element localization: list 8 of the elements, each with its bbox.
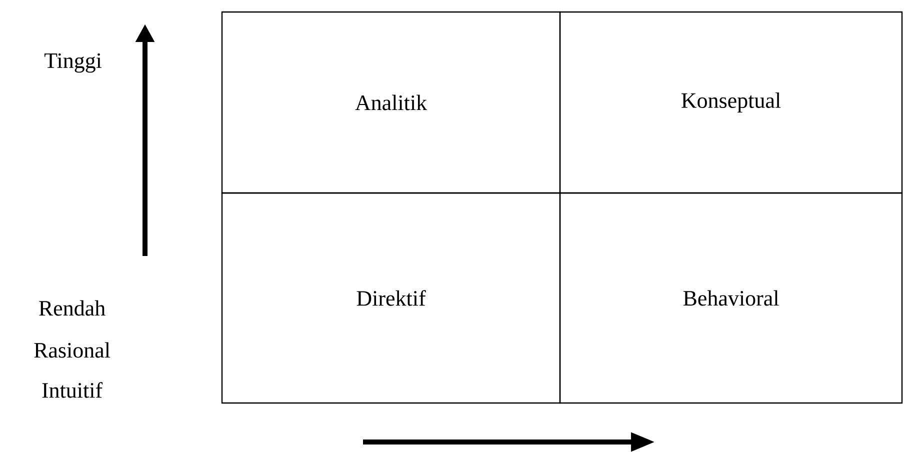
axis-label: Rendah — [39, 300, 106, 316]
axis-label: Intuitif — [42, 382, 103, 398]
grid-cell: Konseptual — [559, 11, 903, 194]
axis-label: Tinggi — [44, 53, 102, 73]
axis-label: Rasional — [34, 342, 110, 358]
grid-cell: Analitik — [221, 11, 561, 194]
grid-cell: Behavioral — [559, 192, 903, 404]
grid-cell: Direktif — [221, 192, 561, 404]
